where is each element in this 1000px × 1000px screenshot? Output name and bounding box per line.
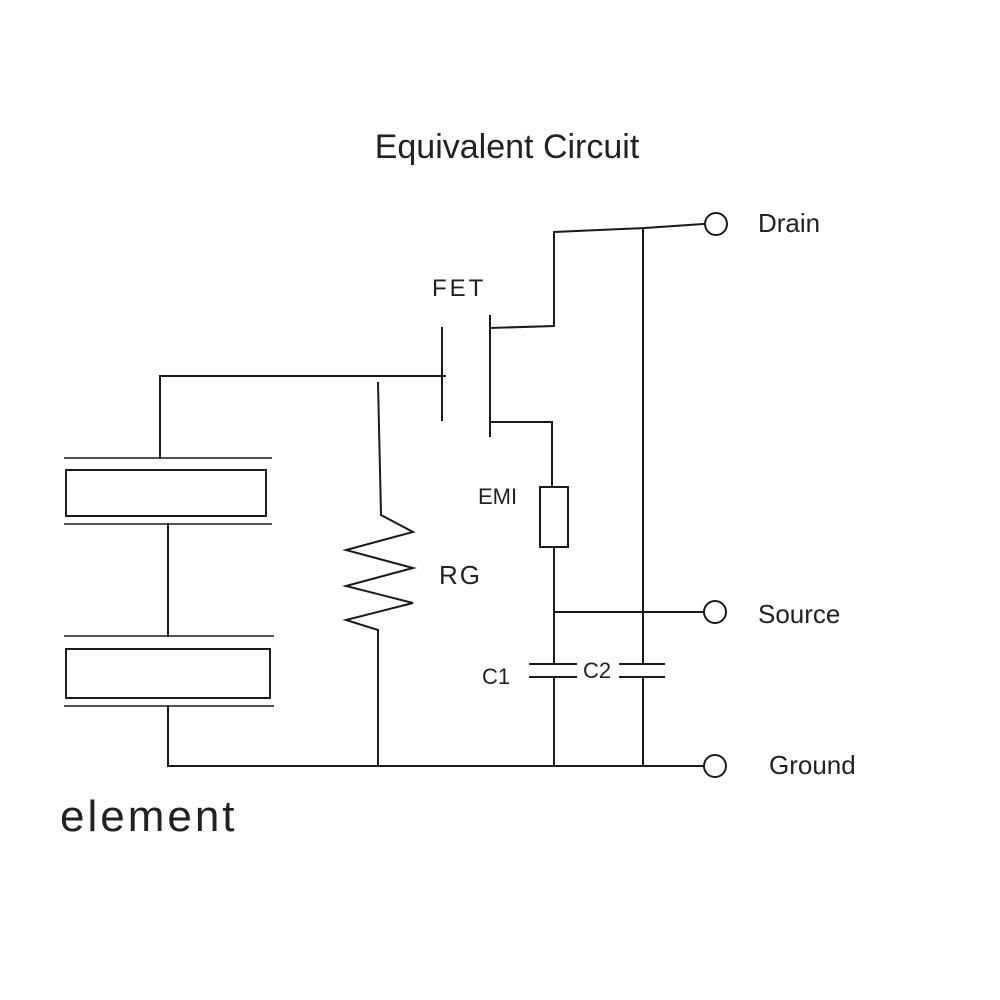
gate-wire bbox=[159, 375, 446, 459]
drain-label: Drain bbox=[758, 208, 820, 238]
ground-terminal bbox=[703, 754, 727, 778]
element-bottom-plate bbox=[65, 648, 271, 699]
element-label: element bbox=[60, 792, 238, 841]
fet-transistor bbox=[441, 222, 706, 488]
piezo-element bbox=[64, 457, 274, 707]
diagram-title: Equivalent Circuit bbox=[375, 128, 640, 166]
drain-terminal bbox=[704, 212, 728, 236]
fet-drain-lead bbox=[488, 222, 706, 330]
c1-capacitor bbox=[529, 663, 577, 767]
ground-label: Ground bbox=[769, 750, 856, 780]
emi-resistor bbox=[539, 486, 569, 548]
source-terminal bbox=[703, 600, 727, 624]
c2-capacitor bbox=[619, 227, 665, 767]
rg-resistor-body bbox=[342, 381, 417, 767]
source-label: Source bbox=[758, 599, 840, 629]
fet-source-lead bbox=[489, 421, 553, 488]
c2-label: C2 bbox=[583, 658, 611, 683]
fet-label: FET bbox=[432, 275, 486, 302]
c1-label: C1 bbox=[482, 664, 510, 689]
emi-label: EMI bbox=[478, 484, 517, 509]
element-top-plate bbox=[65, 469, 267, 517]
rg-label: RG bbox=[439, 560, 482, 590]
rg-resistor bbox=[342, 381, 417, 767]
